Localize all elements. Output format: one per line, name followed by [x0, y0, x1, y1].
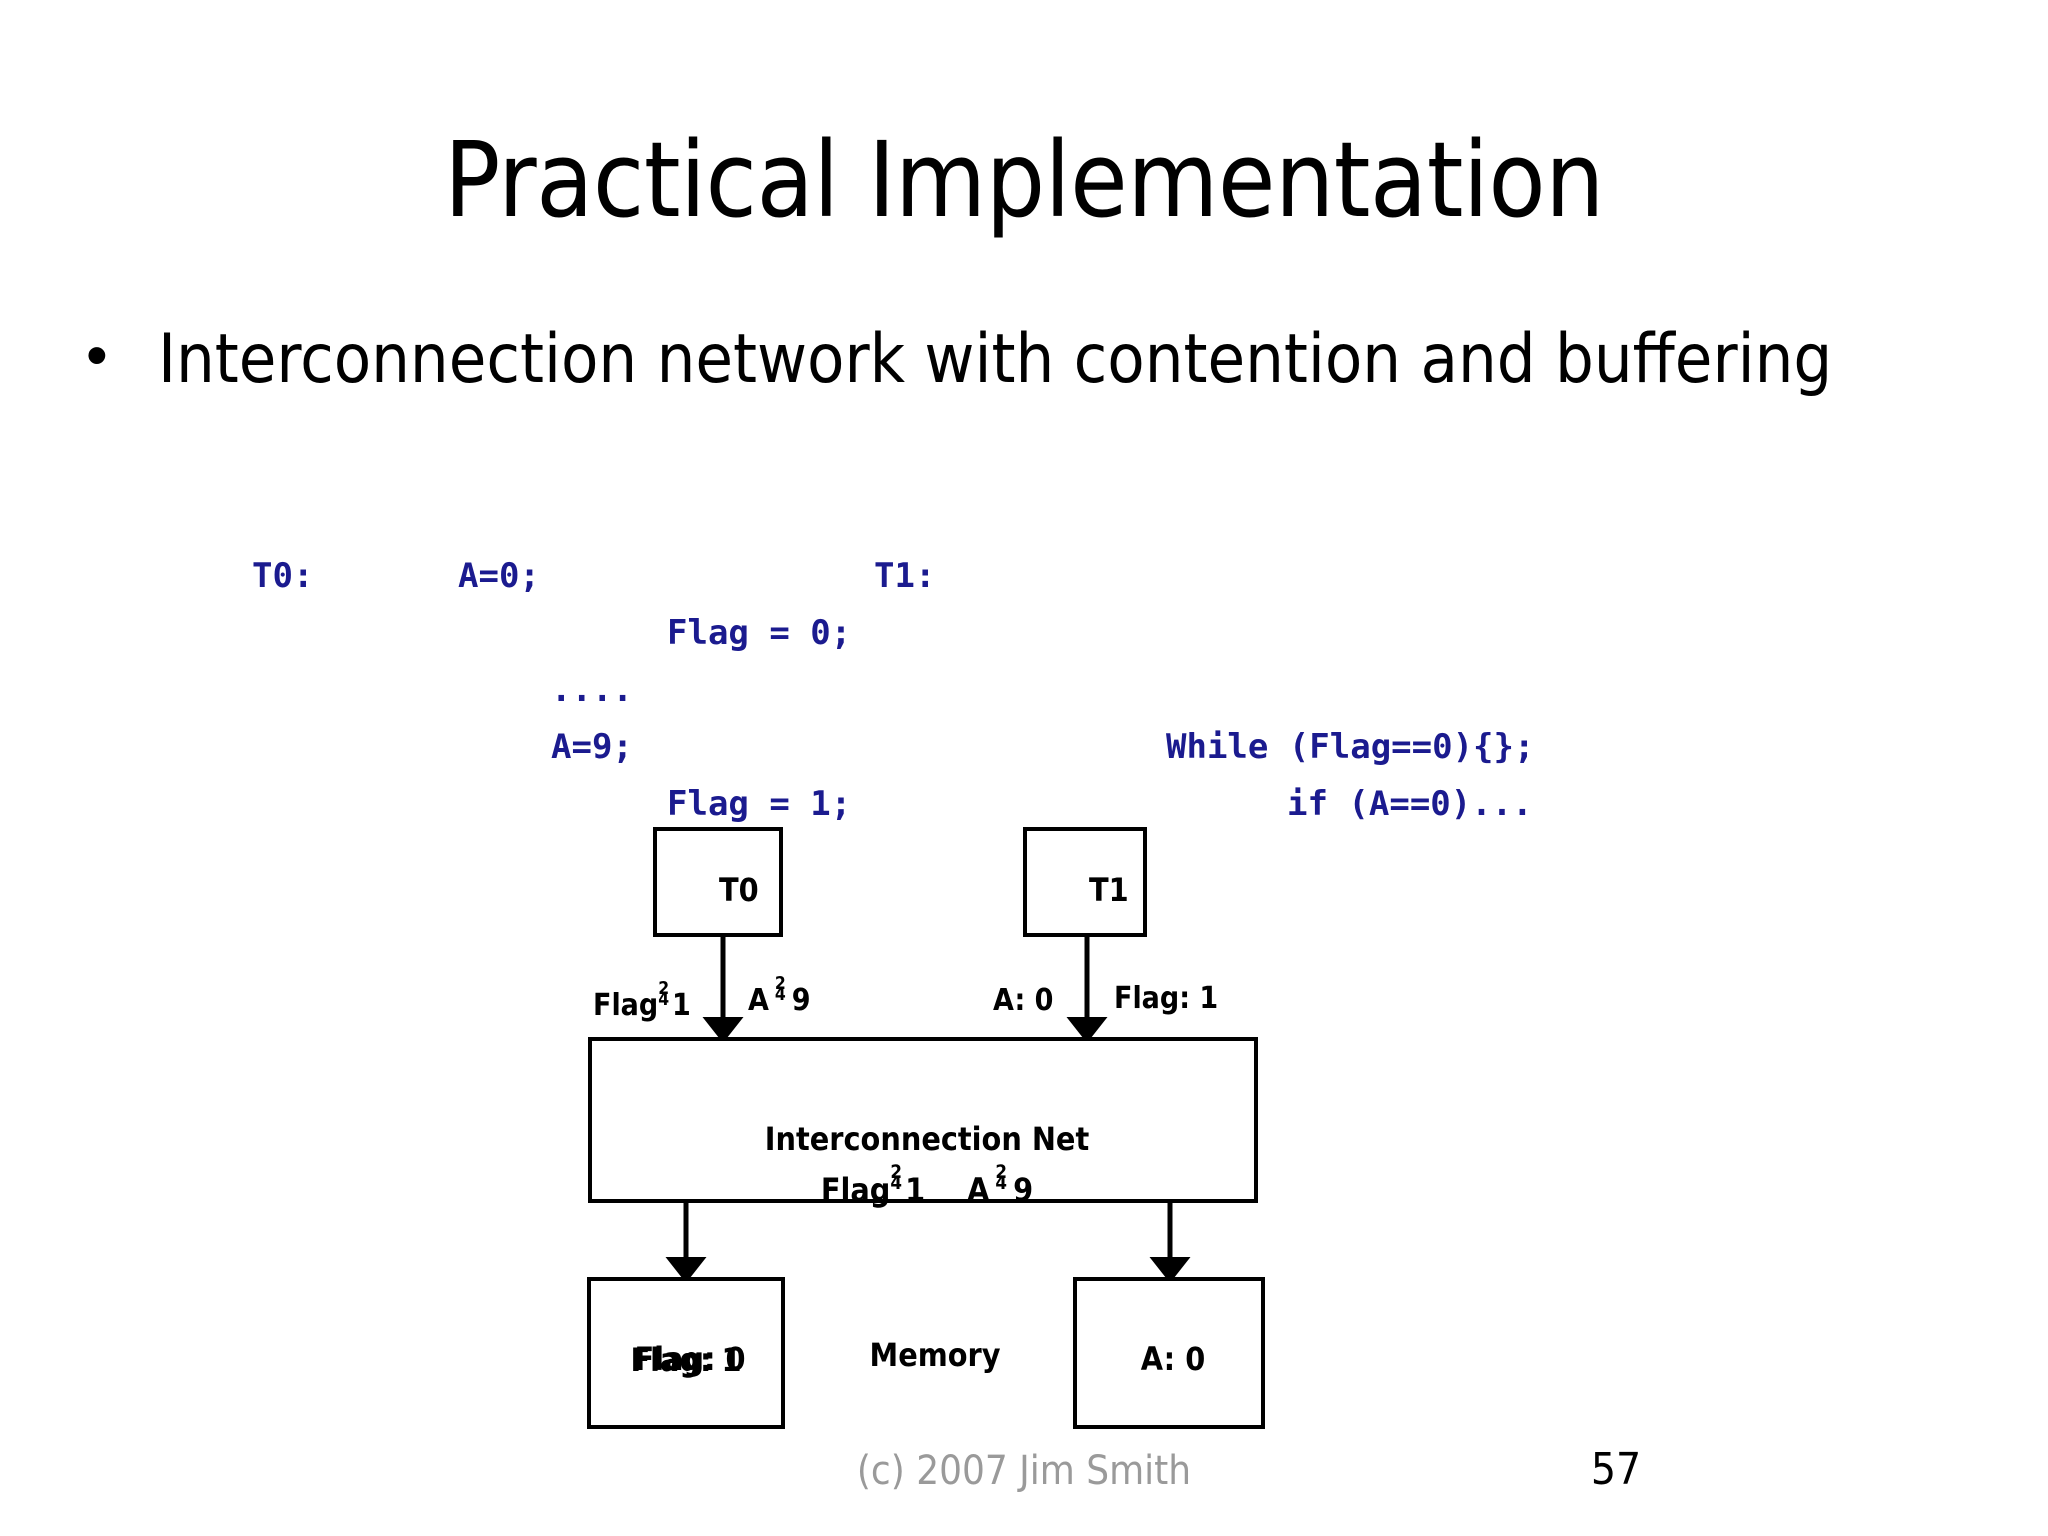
memory-box-flag: Flag: 1 Flag: 0 [587, 1277, 785, 1429]
memory-box-flag-label: Flag: 1 Flag: 0 [591, 1343, 789, 1376]
code-line-t1-label: T1: [874, 556, 936, 596]
memory-box-a: A: 0 [1073, 1277, 1265, 1429]
footer-page-number: 57 [1590, 1444, 1642, 1495]
code-line-flag-1: Flag = 1; [667, 784, 852, 824]
link-label-a-left-prefix: A [748, 983, 769, 1018]
memory-flag-overlapping-text: Flag: 1 Flag: 0 [630, 1343, 745, 1376]
code-line-ellipsis: .... [551, 670, 633, 710]
link-label-flag-left-prefix: Flag [593, 988, 659, 1023]
net-content-flag-prefix: Flag [820, 1171, 891, 1209]
bullet-point-icon: • [86, 321, 108, 390]
net-content-a-prefix: A [967, 1171, 990, 1209]
link-label-flag-right: Flag: 1 [1114, 981, 1219, 1016]
thread-box-t1-label: T1 [1089, 871, 1129, 909]
thread-box-t0: T0 [653, 827, 783, 937]
footer-copyright: (c) 2007 Jim Smith [856, 1448, 1192, 1494]
net-content-flag-suffix: 1 [905, 1171, 926, 1209]
bullet-item-label: Interconnection network with contention … [158, 320, 1833, 399]
bullet-list: • Interconnection network with contentio… [80, 310, 1960, 410]
interconnection-net-title: Interconnection Net [764, 1120, 1090, 1158]
thread-box-t1: T1 [1023, 827, 1147, 937]
link-label-a-left-suffix: 9 [791, 983, 811, 1018]
code-line-if-a-0: if (A==0)... [1287, 784, 1533, 824]
thread-box-t0-label: T0 [719, 871, 759, 909]
memory-flag-ghost-label: Flag: 1 [630, 1341, 742, 1379]
pseudocode-block: T0: A=0; T1: Flag = 0; .... A=9; While (… [0, 548, 2048, 1175]
code-line-t0-label: T0: [252, 556, 314, 596]
code-line-while-loop: While (Flag==0){}; [1166, 727, 1535, 767]
link-label-a-right: A: 0 [993, 983, 1054, 1018]
net-content-a-suffix: 9 [1013, 1171, 1034, 1209]
list-item: • Interconnection network with contentio… [80, 310, 1960, 410]
code-line-flag-0: Flag = 0; [667, 613, 852, 653]
code-line-a-equals-9: A=9; [551, 727, 633, 767]
memory-box-a-label: A: 0 [1140, 1340, 1206, 1378]
code-line-a-equals-0: A=0; [458, 556, 540, 596]
memory-flag-current-label: Flag: 0 [634, 1340, 746, 1378]
memory-caption: Memory [869, 1336, 1001, 1374]
link-label-flag-left-suffix: 1 [672, 988, 691, 1023]
page-title: Practical Implementation [444, 119, 1604, 241]
